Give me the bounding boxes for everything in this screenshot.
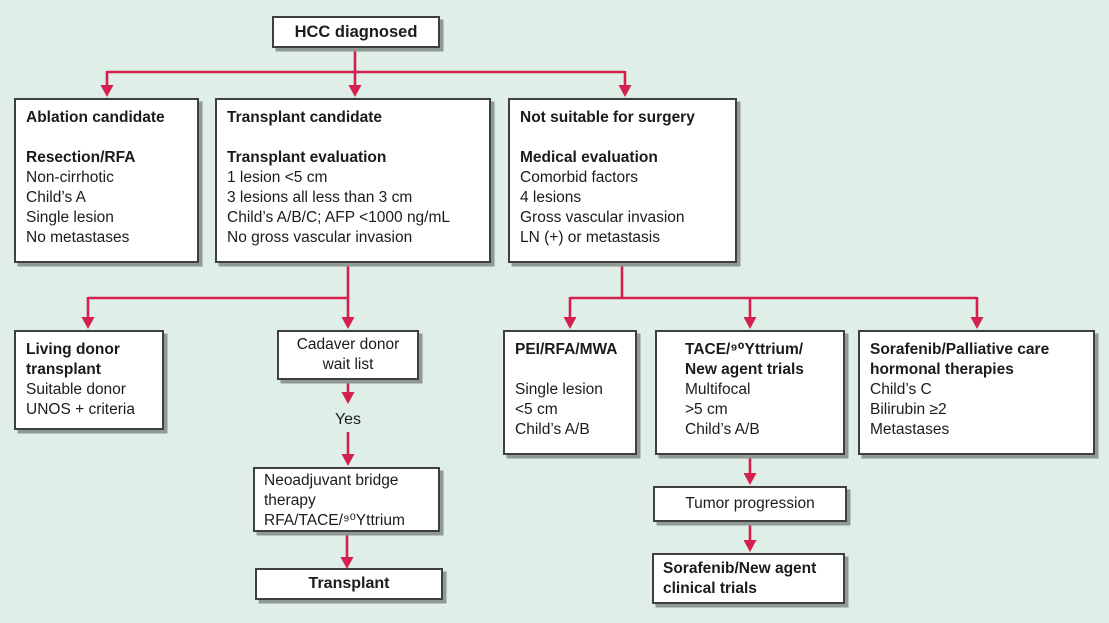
node-transplant: Transplant bbox=[255, 568, 443, 600]
node-ablation-candidate: Ablation candidate Resection/RFA Non-cir… bbox=[14, 98, 199, 263]
node-subtitle: Medical evaluation bbox=[520, 149, 658, 166]
node-line: <5 cm bbox=[515, 401, 558, 418]
node-title: hormonal therapies bbox=[870, 361, 1014, 378]
connector-nonsurgical-branch bbox=[568, 263, 979, 318]
yes-branch-label: Yes bbox=[326, 408, 370, 432]
node-line bbox=[515, 360, 625, 380]
node-sorafenib-new-agent-clinical-trials: Sorafenib/New agent clinical trials bbox=[652, 553, 845, 604]
arrowhead bbox=[341, 392, 355, 404]
node-line: Child’s C bbox=[870, 381, 932, 398]
arrowhead bbox=[81, 317, 95, 329]
node-title: Not suitable for surgery bbox=[520, 109, 695, 126]
arrowhead bbox=[743, 317, 757, 329]
node-line: LN (+) or metastasis bbox=[520, 229, 660, 246]
node-pei-rfa-mwa: PEI/RFA/MWA Single lesion <5 cm Child’s … bbox=[503, 330, 637, 455]
arrowhead bbox=[348, 85, 362, 97]
node-cadaver-donor-wait-list: Cadaver donor wait list bbox=[277, 330, 419, 380]
node-line bbox=[227, 128, 479, 148]
node-line: 4 lesions bbox=[520, 189, 582, 206]
arrowhead bbox=[563, 317, 577, 329]
node-line bbox=[520, 128, 725, 148]
node-line: Multifocal bbox=[685, 381, 751, 398]
node-line: Non-cirrhotic bbox=[26, 169, 114, 186]
node-title: Ablation candidate bbox=[26, 109, 165, 126]
arrowhead bbox=[341, 317, 355, 329]
arrowhead bbox=[743, 473, 757, 485]
node-label: Cadaver donor wait list bbox=[296, 336, 400, 373]
node-label: Yes bbox=[334, 411, 362, 428]
node-line: Suitable donor bbox=[26, 381, 126, 398]
connector-top-branch bbox=[105, 48, 627, 86]
node-label: Transplant bbox=[308, 575, 390, 592]
node-line: Gross vascular invasion bbox=[520, 209, 685, 226]
node-hcc-diagnosed: HCC diagnosed bbox=[272, 16, 440, 48]
node-title: PEI/RFA/MWA bbox=[515, 341, 618, 358]
node-title: Sorafenib/Palliative care bbox=[870, 341, 1050, 358]
node-line: 1 lesion <5 cm bbox=[227, 169, 328, 186]
node-living-donor-transplant: Living donor transplant Suitable donor U… bbox=[14, 330, 164, 430]
node-not-suitable-for-surgery: Not suitable for surgery Medical evaluat… bbox=[508, 98, 737, 263]
node-line: 3 lesions all less than 3 cm bbox=[227, 189, 413, 206]
arrowhead bbox=[341, 454, 355, 466]
node-tumor-progression: Tumor progression bbox=[653, 486, 847, 522]
node-line: Bilirubin ≥2 bbox=[870, 401, 947, 418]
node-transplant-candidate: Transplant candidate Transplant evaluati… bbox=[215, 98, 491, 263]
arrowhead bbox=[743, 540, 757, 552]
node-sorafenib-palliative-care: Sorafenib/Palliative care hormonal thera… bbox=[858, 330, 1095, 455]
node-line: Child’s A/B/C; AFP <1000 ng/mL bbox=[227, 209, 451, 226]
node-line: Comorbid factors bbox=[520, 169, 639, 186]
node-title: Living donor transplant bbox=[26, 341, 120, 378]
arrowhead bbox=[100, 85, 114, 97]
node-line: RFA/TACE/⁹⁰Yttrium bbox=[264, 512, 405, 529]
node-line: UNOS + criteria bbox=[26, 401, 135, 418]
node-line: Child’s A/B bbox=[685, 421, 760, 438]
node-line bbox=[26, 128, 187, 148]
arrowhead bbox=[618, 85, 632, 97]
node-title: TACE/⁹⁰Yttrium/ bbox=[685, 341, 804, 358]
node-tace-yttrium-new-agent-trials: TACE/⁹⁰Yttrium/ New agent trials Multifo… bbox=[655, 330, 845, 455]
node-line: No gross vascular invasion bbox=[227, 229, 413, 246]
node-line: Single lesion bbox=[26, 209, 114, 226]
node-title: Transplant candidate bbox=[227, 109, 383, 126]
node-subtitle: Resection/RFA bbox=[26, 149, 136, 166]
node-line: Child’s A/B bbox=[515, 421, 590, 438]
arrowhead bbox=[970, 317, 984, 329]
node-line: >5 cm bbox=[685, 401, 728, 418]
node-line: No metastases bbox=[26, 229, 130, 246]
node-title: New agent trials bbox=[685, 361, 804, 378]
node-label: Tumor progression bbox=[685, 495, 815, 512]
connector-transplant-branch bbox=[86, 263, 350, 318]
node-line: Single lesion bbox=[515, 381, 603, 398]
node-subtitle: Transplant evaluation bbox=[227, 149, 387, 166]
node-line: Child’s A bbox=[26, 189, 87, 206]
node-label: HCC diagnosed bbox=[294, 23, 418, 41]
node-line: Neoadjuvant bridge therapy bbox=[264, 472, 399, 509]
node-line: Metastases bbox=[870, 421, 950, 438]
node-label: Sorafenib/New agent clinical trials bbox=[663, 560, 817, 597]
node-neoadjuvant-bridge-therapy: Neoadjuvant bridge therapy RFA/TACE/⁹⁰Yt… bbox=[253, 467, 440, 532]
